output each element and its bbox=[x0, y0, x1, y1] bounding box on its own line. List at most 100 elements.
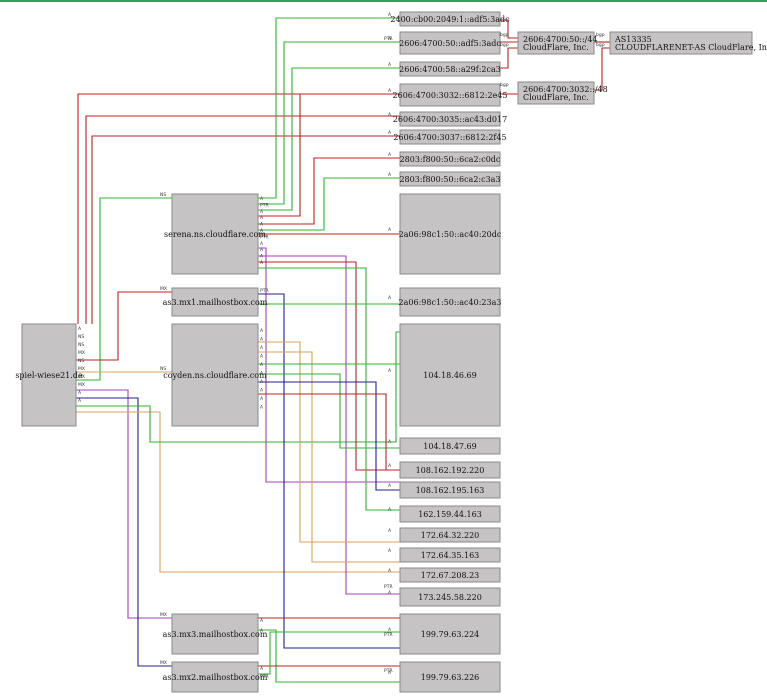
domain-edge-tag: NS bbox=[78, 342, 84, 348]
edge-domain-ip18 bbox=[76, 411, 400, 573]
node-ip-19-box bbox=[399, 587, 501, 607]
edge-serena-ip8 bbox=[258, 177, 400, 231]
node-ip-14: 108.162.195.163 bbox=[399, 481, 501, 499]
edge-serena-ip13 bbox=[258, 261, 400, 471]
mx2-edge-tag: A bbox=[260, 666, 264, 672]
node-domain-box bbox=[21, 323, 77, 427]
serena-edge-tag: A bbox=[260, 222, 264, 228]
serena-edge-tag: A bbox=[260, 247, 264, 253]
edge-tag-layer: ANSNSMXNSMXMXMXAAAPTRAAAAPTRAAAAAAAAAAAA… bbox=[78, 12, 605, 680]
edge-domain-mx2 bbox=[76, 397, 172, 667]
node-ip-2-label: 2606:4700:50::adf5:3adc bbox=[399, 39, 501, 48]
coyden-edge-tag: A bbox=[260, 337, 264, 343]
node-ip-15-box bbox=[399, 505, 501, 523]
edge-domain-ip5 bbox=[85, 115, 400, 324]
node-ip-21-box bbox=[399, 661, 501, 693]
ip19-ptr-tag: PTR bbox=[384, 584, 393, 590]
ip20-ptr-tag: PTR bbox=[384, 632, 393, 638]
node-prefix-48-label: 2606:4700:3032::/48 bbox=[523, 85, 608, 94]
node-mx2-box bbox=[171, 661, 259, 693]
node-ip-18-box bbox=[399, 567, 501, 583]
node-layer: spiel-wiese21.deserena.ns.cloudflare.com… bbox=[15, 11, 767, 693]
node-ip-8-label: 2803:f800:50::6ca2:c3a3 bbox=[399, 175, 500, 184]
node-as13335-label2: CLOUDFLARENET-AS CloudFlare, Inc. bbox=[615, 43, 767, 52]
ip-in-tag: A bbox=[388, 172, 392, 178]
edge-coyden-ip12 bbox=[258, 373, 400, 449]
node-ns-coyden: coyden.ns.cloudflare.com bbox=[163, 323, 267, 427]
node-ip-4: 2606:4700:3032::6812:2e45 bbox=[393, 83, 508, 107]
node-ip-6-box bbox=[399, 129, 501, 145]
domain-edge-tag: A bbox=[78, 326, 82, 332]
node-mx3-label: as3.mx3.mailhostbox.com bbox=[163, 630, 268, 639]
node-mx3-box bbox=[171, 613, 259, 655]
node-ip-18: 172.67.208.23 bbox=[399, 567, 501, 583]
edge-domain-mx1 bbox=[76, 291, 172, 361]
ip2-ptr-tag: PTR bbox=[384, 36, 393, 42]
bgp-tag: bgp bbox=[596, 42, 605, 48]
node-ip-15-label: 162.159.44.163 bbox=[418, 510, 482, 519]
node-ip-20: 199.79.63.224 bbox=[399, 613, 501, 655]
coyden-edge-tag: A bbox=[260, 371, 264, 377]
domain-edge-tag: A bbox=[78, 390, 82, 396]
ip-in-tag: A bbox=[388, 439, 392, 445]
node-ip-20-box bbox=[399, 613, 501, 655]
node-ns-serena-box bbox=[171, 193, 259, 275]
edge-domain-ip4 bbox=[77, 93, 400, 324]
serena-edge-tag: A bbox=[260, 228, 264, 234]
ip-in-tag: A bbox=[388, 227, 392, 233]
coyden-edge-tag: A bbox=[260, 354, 264, 360]
coyden-edge-tag: A bbox=[260, 396, 264, 402]
ip-in-tag: A bbox=[388, 670, 392, 676]
node-ip-15: 162.159.44.163 bbox=[399, 505, 501, 523]
bgp-tag: bgp bbox=[596, 32, 605, 38]
node-ip-7-box bbox=[399, 151, 501, 167]
node-mx1: as3.mx1.mailhostbox.com bbox=[163, 287, 268, 317]
ip21-ptr-tag: PTR bbox=[384, 668, 393, 674]
edge-serena-ip4 bbox=[258, 93, 400, 217]
node-ip-19-label: 173.245.58.220 bbox=[418, 593, 482, 602]
domain-edge-tag: MX bbox=[78, 350, 85, 356]
domain-edge-tag: MX bbox=[78, 374, 85, 380]
node-ip-11-box bbox=[399, 323, 501, 427]
ip-in-tag: A bbox=[388, 528, 392, 534]
node-ip-16: 172.64.32.220 bbox=[399, 527, 501, 543]
node-ip-4-label: 2606:4700:3032::6812:2e45 bbox=[393, 91, 508, 100]
serena-edge-tag: A bbox=[260, 241, 264, 247]
node-ip-11: 104.18.46.69 bbox=[399, 323, 501, 427]
edge-serena-ip7 bbox=[258, 157, 400, 225]
node-ip-12-box bbox=[399, 437, 501, 455]
ip-in-tag: A bbox=[388, 627, 392, 633]
serena-edge-tag: A bbox=[260, 209, 264, 215]
node-ip-9-label: 2a06:98c1:50::ac40:20dc bbox=[399, 230, 502, 239]
edge-serena-ip1 bbox=[258, 17, 400, 199]
node-ip-11-label: 104.18.46.69 bbox=[423, 371, 476, 380]
node-ip-18-label: 172.67.208.23 bbox=[421, 571, 480, 580]
edge-serena-ip19 bbox=[258, 255, 400, 595]
edge-mx1-ip20 bbox=[258, 293, 400, 649]
node-ip-17-box bbox=[399, 547, 501, 563]
edge-domain-ip6 bbox=[91, 135, 400, 324]
mx3-in-tag: MX bbox=[160, 612, 167, 618]
node-ip-12: 104.18.47.69 bbox=[399, 437, 501, 455]
node-ip-1: 2400:cb00:2049:1::adf5:3adc bbox=[390, 11, 510, 27]
edge-coyden-ip14 bbox=[258, 381, 400, 491]
node-ip-13-label: 108.162.192.220 bbox=[416, 466, 485, 475]
coyden-edge-tag: A bbox=[260, 328, 264, 334]
mx1-in-tag: MX bbox=[160, 286, 167, 292]
node-ip-13: 108.162.192.220 bbox=[399, 461, 501, 479]
bgp-tag: bgp bbox=[500, 32, 509, 38]
node-ip-3-label: 2606:4700:58::a29f:2ca3 bbox=[399, 65, 501, 74]
domain-edge-tag: A bbox=[78, 398, 82, 404]
ip-in-tag: A bbox=[388, 483, 392, 489]
node-ip-2-box bbox=[399, 31, 501, 55]
node-ip-20-label: 199.79.63.224 bbox=[421, 630, 480, 639]
mx2-in-tag: MX bbox=[160, 660, 167, 666]
node-mx3: as3.mx3.mailhostbox.com bbox=[163, 613, 268, 655]
node-domain: spiel-wiese21.de bbox=[15, 323, 83, 427]
node-ip-4-box bbox=[399, 83, 501, 107]
ip-in-tag: A bbox=[388, 463, 392, 469]
edge-ip3-p44 bbox=[500, 47, 518, 69]
node-ip-10: 2a06:98c1:50::ac40:23a3 bbox=[399, 287, 501, 317]
ip-in-tag: A bbox=[388, 368, 392, 374]
coyden-edge-tag: A bbox=[260, 405, 264, 411]
